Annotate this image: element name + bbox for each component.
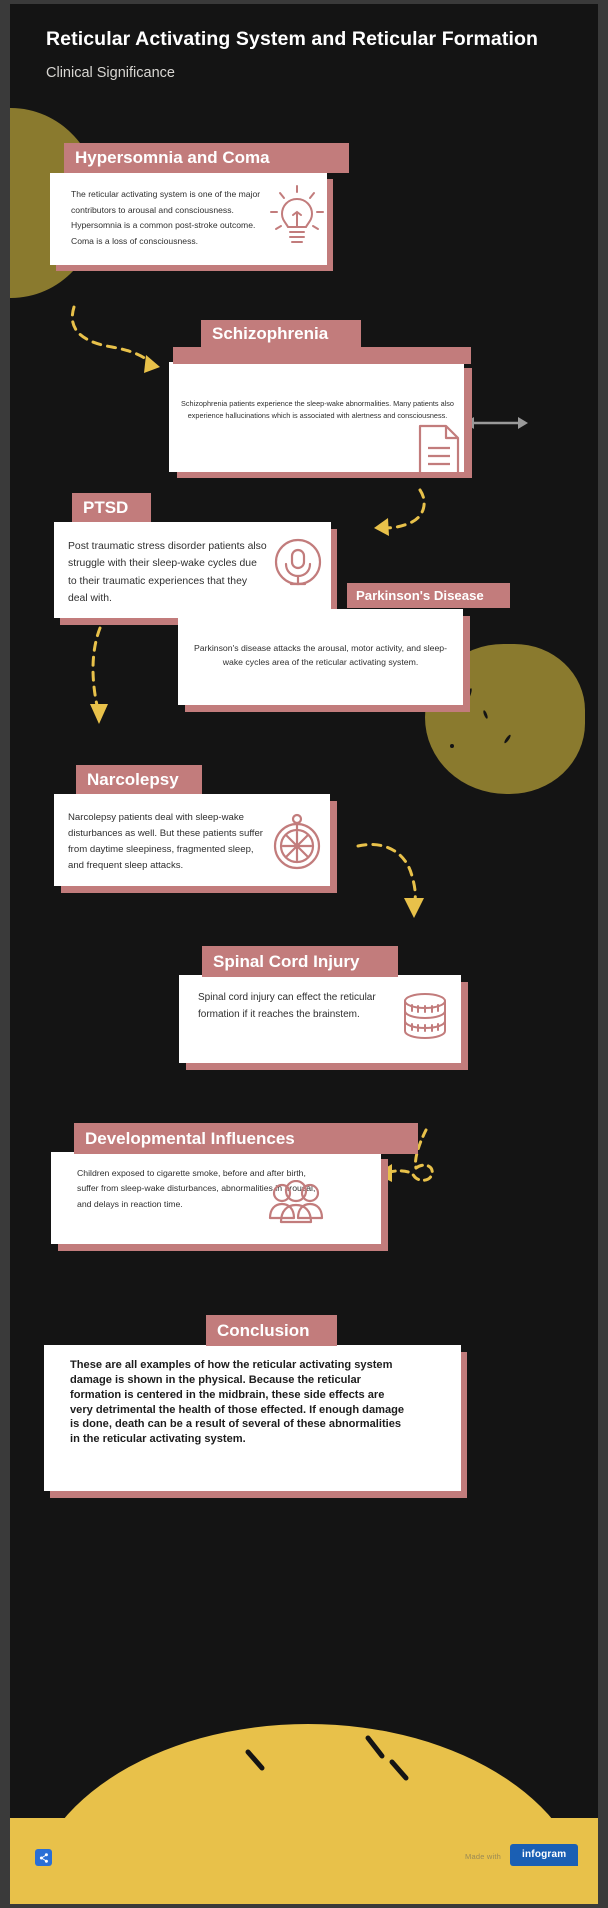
infographic-page: Reticular Activating System and Reticula… [10,4,598,1904]
card-heading-text: Developmental Influences [85,1128,295,1148]
lightbulb-icon [268,182,326,257]
card-body-text: Spinal cord injury can effect the reticu… [198,992,376,1021]
card-heading-ribbon: Hypersomnia and Coma [64,143,349,173]
card-panel [51,1152,381,1244]
page-header: Reticular Activating System and Reticula… [10,4,598,81]
gold-bottom-shape [10,1698,598,1904]
blob-speck [450,744,454,748]
card-heading-ribbon-lower [173,347,471,364]
share-icon[interactable] [35,1849,52,1866]
card-heading-text: PTSD [83,497,129,517]
document-icon [412,422,466,485]
card-heading-text: Narcolepsy [87,769,179,789]
card-heading-text: Schizophrenia [212,323,329,343]
dashed-arrow-1 [70,305,160,373]
coin-stack-icon [398,989,452,1054]
card-panel [178,609,463,705]
card-heading-ribbon: PTSD [72,493,151,522]
card-body-text: These are all examples of how the reticu… [70,1359,405,1446]
card-heading-text: Parkinson's Disease [356,588,484,603]
card-panel [169,362,464,472]
card-heading-text: Spinal Cord Injury [213,951,360,971]
card-panel [50,173,327,265]
people-group-icon [268,1179,324,1233]
card-heading-label: Schizophrenia [201,320,361,347]
card-body-text: Narcolepsy patients deal with sleep-wake… [68,812,264,871]
page-title: Reticular Activating System and Reticula… [46,28,538,50]
double-headed-arrow [464,417,528,429]
card-body-text: Post traumatic stress disorder patients … [68,541,267,604]
compass-icon [269,810,325,881]
card-heading-ribbon: Narcolepsy [76,765,202,794]
card-heading-ribbon: Spinal Cord Injury [202,946,398,977]
card-panel [179,975,461,1063]
infogram-brand-badge[interactable]: infogram [510,1844,579,1866]
card-body-text: The reticular activating system is one o… [71,189,261,246]
made-with-label: Made with [465,1852,501,1861]
card-heading-ribbon: Conclusion [206,1315,337,1346]
card-heading-text: Conclusion [217,1320,310,1340]
card-panel [54,794,330,886]
dashed-arrow-4 [356,843,424,918]
bottom-dark-ticks [245,1735,409,1781]
card-body-text: Parkinson's disease attacks the arousal,… [193,643,448,668]
card-heading-ribbon: Developmental Influences [74,1123,418,1154]
dashed-arrow-3 [90,626,108,724]
card-heading-ribbon: Parkinson's Disease [347,583,510,608]
card-panel [44,1345,461,1491]
card-heading-text: Hypersomnia and Coma [75,148,270,167]
microphone-icon [272,536,324,603]
page-subtitle: Clinical Significance [46,64,175,81]
card-body-text: Schizophrenia patients experience the sl… [181,399,454,420]
dashed-arrow-2 [374,488,426,536]
card-panel [54,522,331,618]
card-body-text: Children exposed to cigarette smoke, bef… [77,1168,316,1209]
